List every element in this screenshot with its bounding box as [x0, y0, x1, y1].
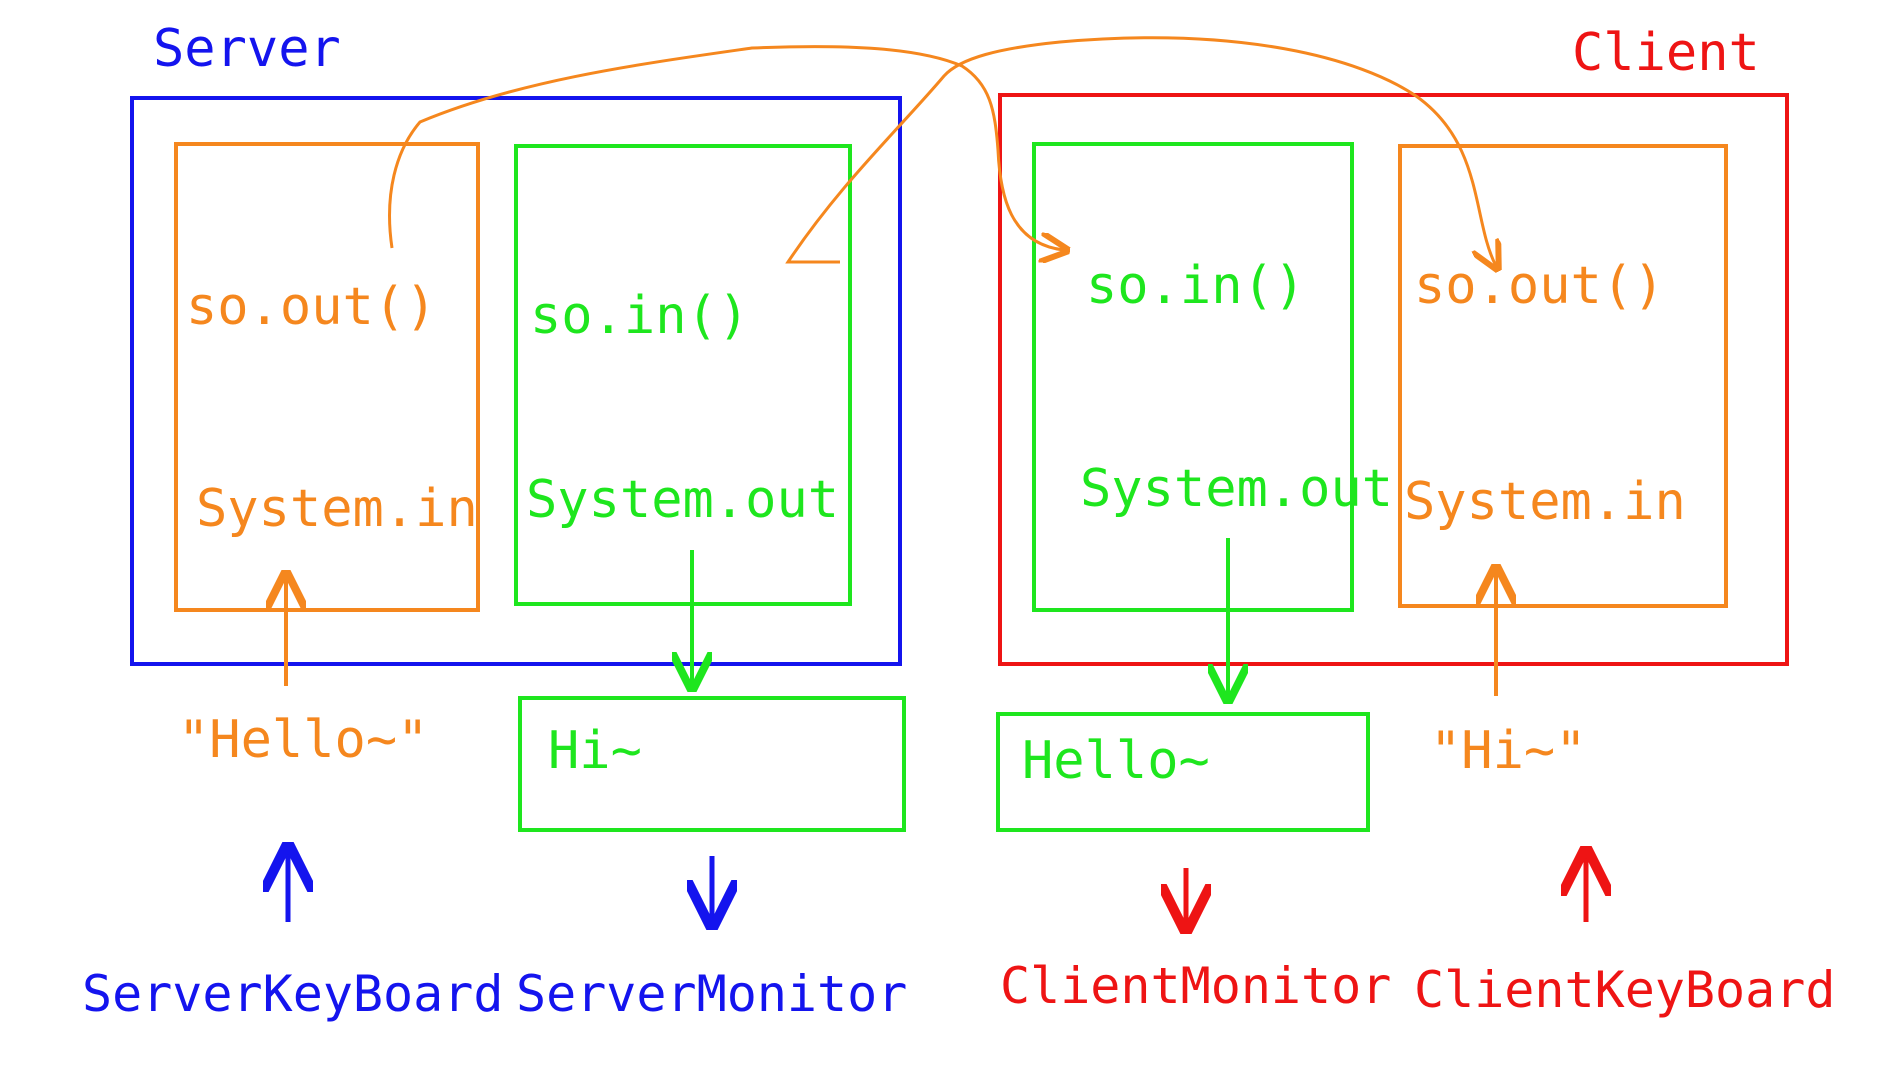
client-box — [998, 93, 1789, 666]
server-system-in-label: System.in — [196, 479, 478, 539]
server-input-box — [174, 142, 480, 612]
client-monitor-output-box — [996, 712, 1370, 832]
server-monitor-label: ServerMonitor — [516, 965, 907, 1023]
server-so-in-label: so.in() — [530, 286, 749, 346]
client-hi-input-label: "Hi~" — [1430, 721, 1587, 781]
client-so-in-label: so.in() — [1086, 256, 1305, 316]
server-system-out-label: System.out — [526, 470, 839, 530]
server-title: Server — [153, 19, 341, 79]
server-keyboard-label: ServerKeyBoard — [82, 965, 503, 1023]
client-system-in-label: System.in — [1404, 472, 1686, 532]
server-hi-output-label: Hi~ — [548, 721, 642, 781]
server-box — [130, 96, 902, 666]
client-output-box — [1032, 142, 1354, 612]
client-input-box — [1398, 144, 1728, 608]
server-monitor-output-box — [518, 696, 906, 832]
server-output-box — [514, 144, 852, 606]
client-title: Client — [1572, 23, 1760, 83]
client-keyboard-label: ClientKeyBoard — [1414, 961, 1835, 1019]
client-so-out-label: so.out() — [1414, 256, 1664, 316]
client-hello-output-label: Hello~ — [1022, 731, 1210, 791]
server-hello-input-label: "Hello~" — [178, 710, 428, 770]
server-to-client-arrow — [388, 45, 1064, 250]
client-system-out-label: System.out — [1080, 459, 1393, 519]
server-so-out-label: so.out() — [186, 277, 436, 337]
client-to-server-arrow — [785, 36, 1496, 266]
client-monitor-label: ClientMonitor — [1000, 957, 1391, 1015]
